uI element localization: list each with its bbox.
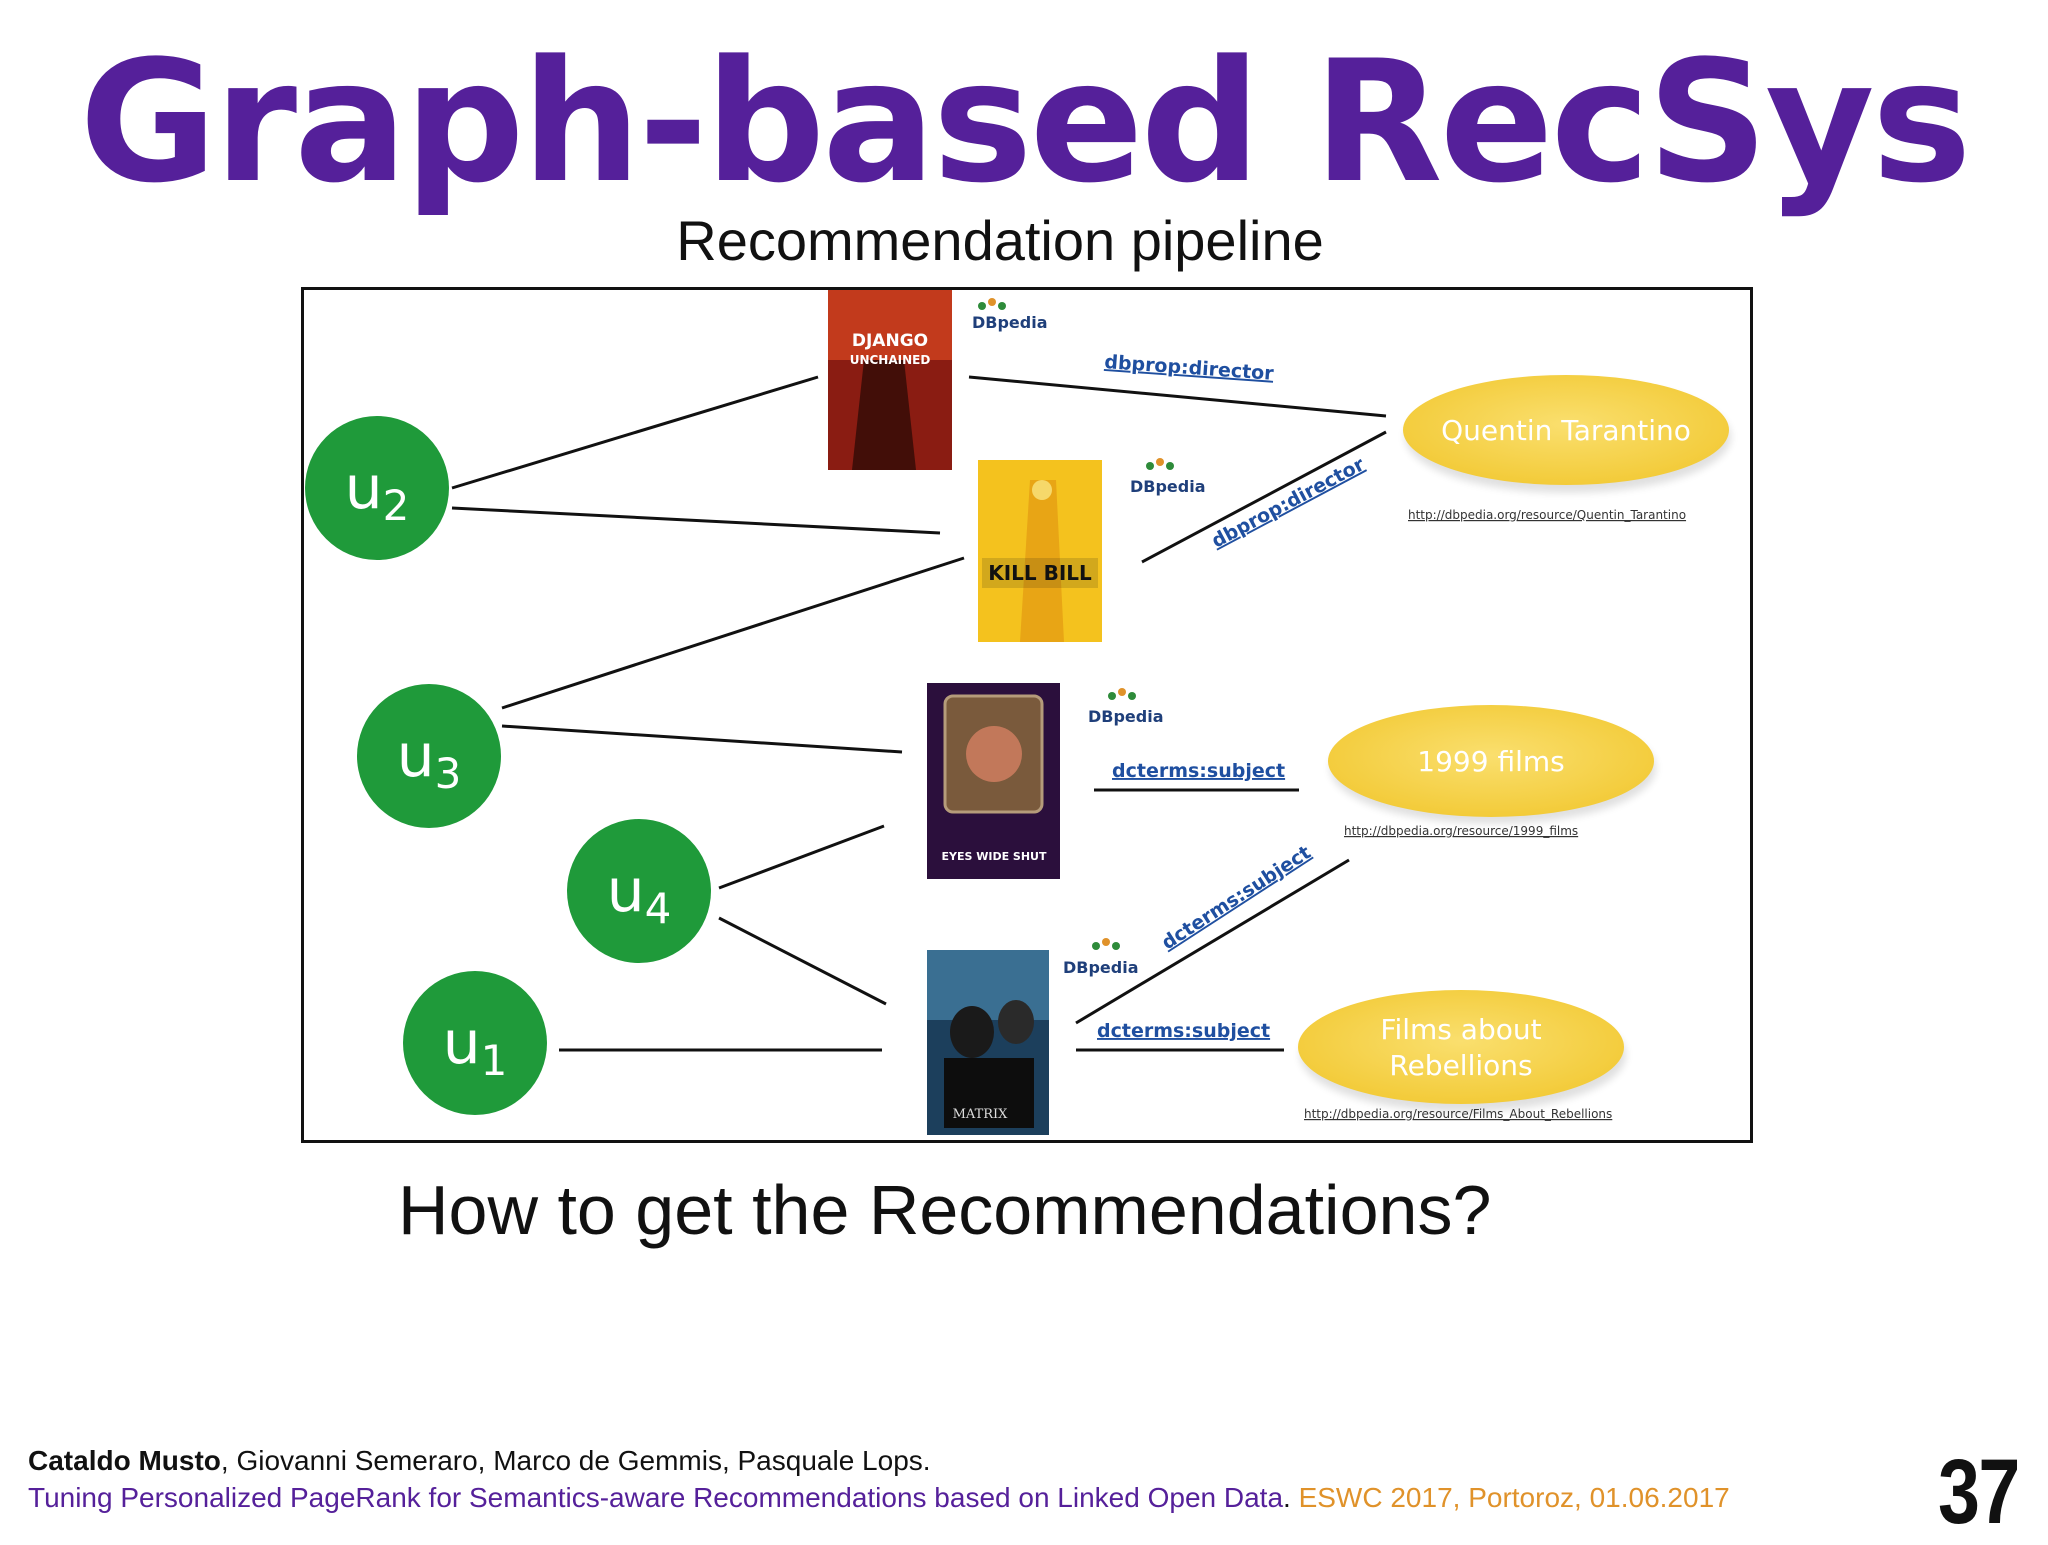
footer-authors: Cataldo Musto, Giovanni Semeraro, Marco … (28, 1445, 931, 1477)
dbpedia-logo: DBpedia (972, 298, 1048, 332)
user-label: u (607, 856, 645, 926)
property-label: dcterms:subject (1158, 841, 1315, 954)
entity-label: Rebellions (1389, 1049, 1532, 1082)
entity-node-films-about-rebellions: Films about Rebellions (1298, 990, 1626, 1112)
poster-eyes-wide-shut: EYES WIDE SHUT (927, 683, 1060, 879)
svg-text:DBpedia: DBpedia (1130, 477, 1206, 496)
entity-uri: http://dbpedia.org/resource/1999_films (1344, 824, 1578, 838)
svg-text:u3: u3 (397, 721, 462, 798)
edge-u4-eyes (718, 824, 885, 890)
user-node-u3: u3 (357, 684, 501, 828)
poster-title-line: KILL BILL (988, 561, 1092, 585)
venue: ESWC 2017, Portoroz, 01.06.2017 (1290, 1482, 1730, 1513)
other-authors: , Giovanni Semeraro, Marco de Gemmis, Pa… (220, 1445, 931, 1476)
slide-title: Graph-based RecSys (79, 24, 1971, 220)
citation-separator: . (1283, 1482, 1291, 1513)
entity-node-quentin-tarantino: Quentin Tarantino (1403, 375, 1731, 493)
user-label: u (345, 453, 383, 523)
entity-label: Films about (1380, 1013, 1541, 1046)
page-number: 37 (1938, 1441, 2020, 1543)
user-node-u4: u4 (567, 819, 711, 963)
svg-text:DBpedia: DBpedia (1063, 958, 1139, 977)
user-subscript: 4 (645, 884, 672, 933)
entity-label: 1999 films (1417, 745, 1564, 778)
user-label: u (443, 1008, 481, 1078)
dbpedia-logo: DBpedia (1063, 938, 1139, 977)
entity-uri: http://dbpedia.org/resource/Films_About_… (1304, 1107, 1612, 1121)
property-label: dcterms:subject (1112, 760, 1285, 782)
svg-text:DBpedia: DBpedia (972, 313, 1048, 332)
edge-u3-killbill (501, 556, 965, 710)
svg-text:u4: u4 (607, 856, 672, 933)
lead-author: Cataldo Musto (28, 1445, 221, 1476)
slide-subtitle: Recommendation pipeline (676, 209, 1324, 272)
svg-text:DBpedia: DBpedia (1088, 707, 1164, 726)
dbpedia-logo: DBpedia (1130, 458, 1206, 496)
edge-u2-killbill (451, 506, 941, 535)
entity-node-1999-films: 1999 films (1328, 705, 1656, 824)
svg-text:u1: u1 (443, 1008, 508, 1085)
svg-text:u2: u2 (345, 453, 410, 530)
user-subscript: 2 (383, 481, 410, 530)
poster-kill-bill: KILL BILL (978, 460, 1102, 642)
edge-matrix-1999 (1075, 858, 1350, 1025)
property-label: dcterms:subject (1097, 1020, 1270, 1042)
user-label: u (397, 721, 435, 791)
poster-django-unchained: DJANGO UNCHAINED (828, 290, 952, 470)
footer-citation: Tuning Personalized PageRank for Semanti… (28, 1482, 1730, 1514)
edge-u2-django (451, 375, 819, 490)
poster-title-line: EYES WIDE SHUT (941, 850, 1047, 863)
poster-title-line: MATRIX (953, 1107, 1009, 1122)
entity-label: Quentin Tarantino (1441, 414, 1691, 447)
user-node-u1: u1 (403, 971, 547, 1115)
paper-title: Tuning Personalized PageRank for Semanti… (28, 1482, 1284, 1513)
dbpedia-logo: DBpedia (1088, 688, 1164, 726)
property-label: dbprop:director (1104, 351, 1275, 385)
property-label: dbprop:director (1208, 453, 1369, 552)
entity-uri: http://dbpedia.org/resource/Quentin_Tara… (1408, 508, 1686, 522)
edge-django-tarantino (968, 375, 1387, 418)
recommendation-pipeline-diagram: u2 u3 u4 u1 DJANGO UNCHAINED KILL BILL (301, 287, 1753, 1143)
edge-killbill-tarantino (1141, 430, 1387, 564)
slide-question: How to get the Recommendations? (398, 1171, 1492, 1249)
poster-title-line: DJANGO (852, 331, 928, 351)
edge-u3-eyes (501, 724, 903, 754)
user-subscript: 1 (481, 1036, 508, 1085)
poster-matrix: MATRIX (927, 950, 1049, 1135)
poster-title-line: UNCHAINED (850, 353, 931, 367)
user-node-u2: u2 (305, 416, 449, 560)
edge-u4-matrix (718, 916, 887, 1006)
user-subscript: 3 (435, 749, 462, 798)
